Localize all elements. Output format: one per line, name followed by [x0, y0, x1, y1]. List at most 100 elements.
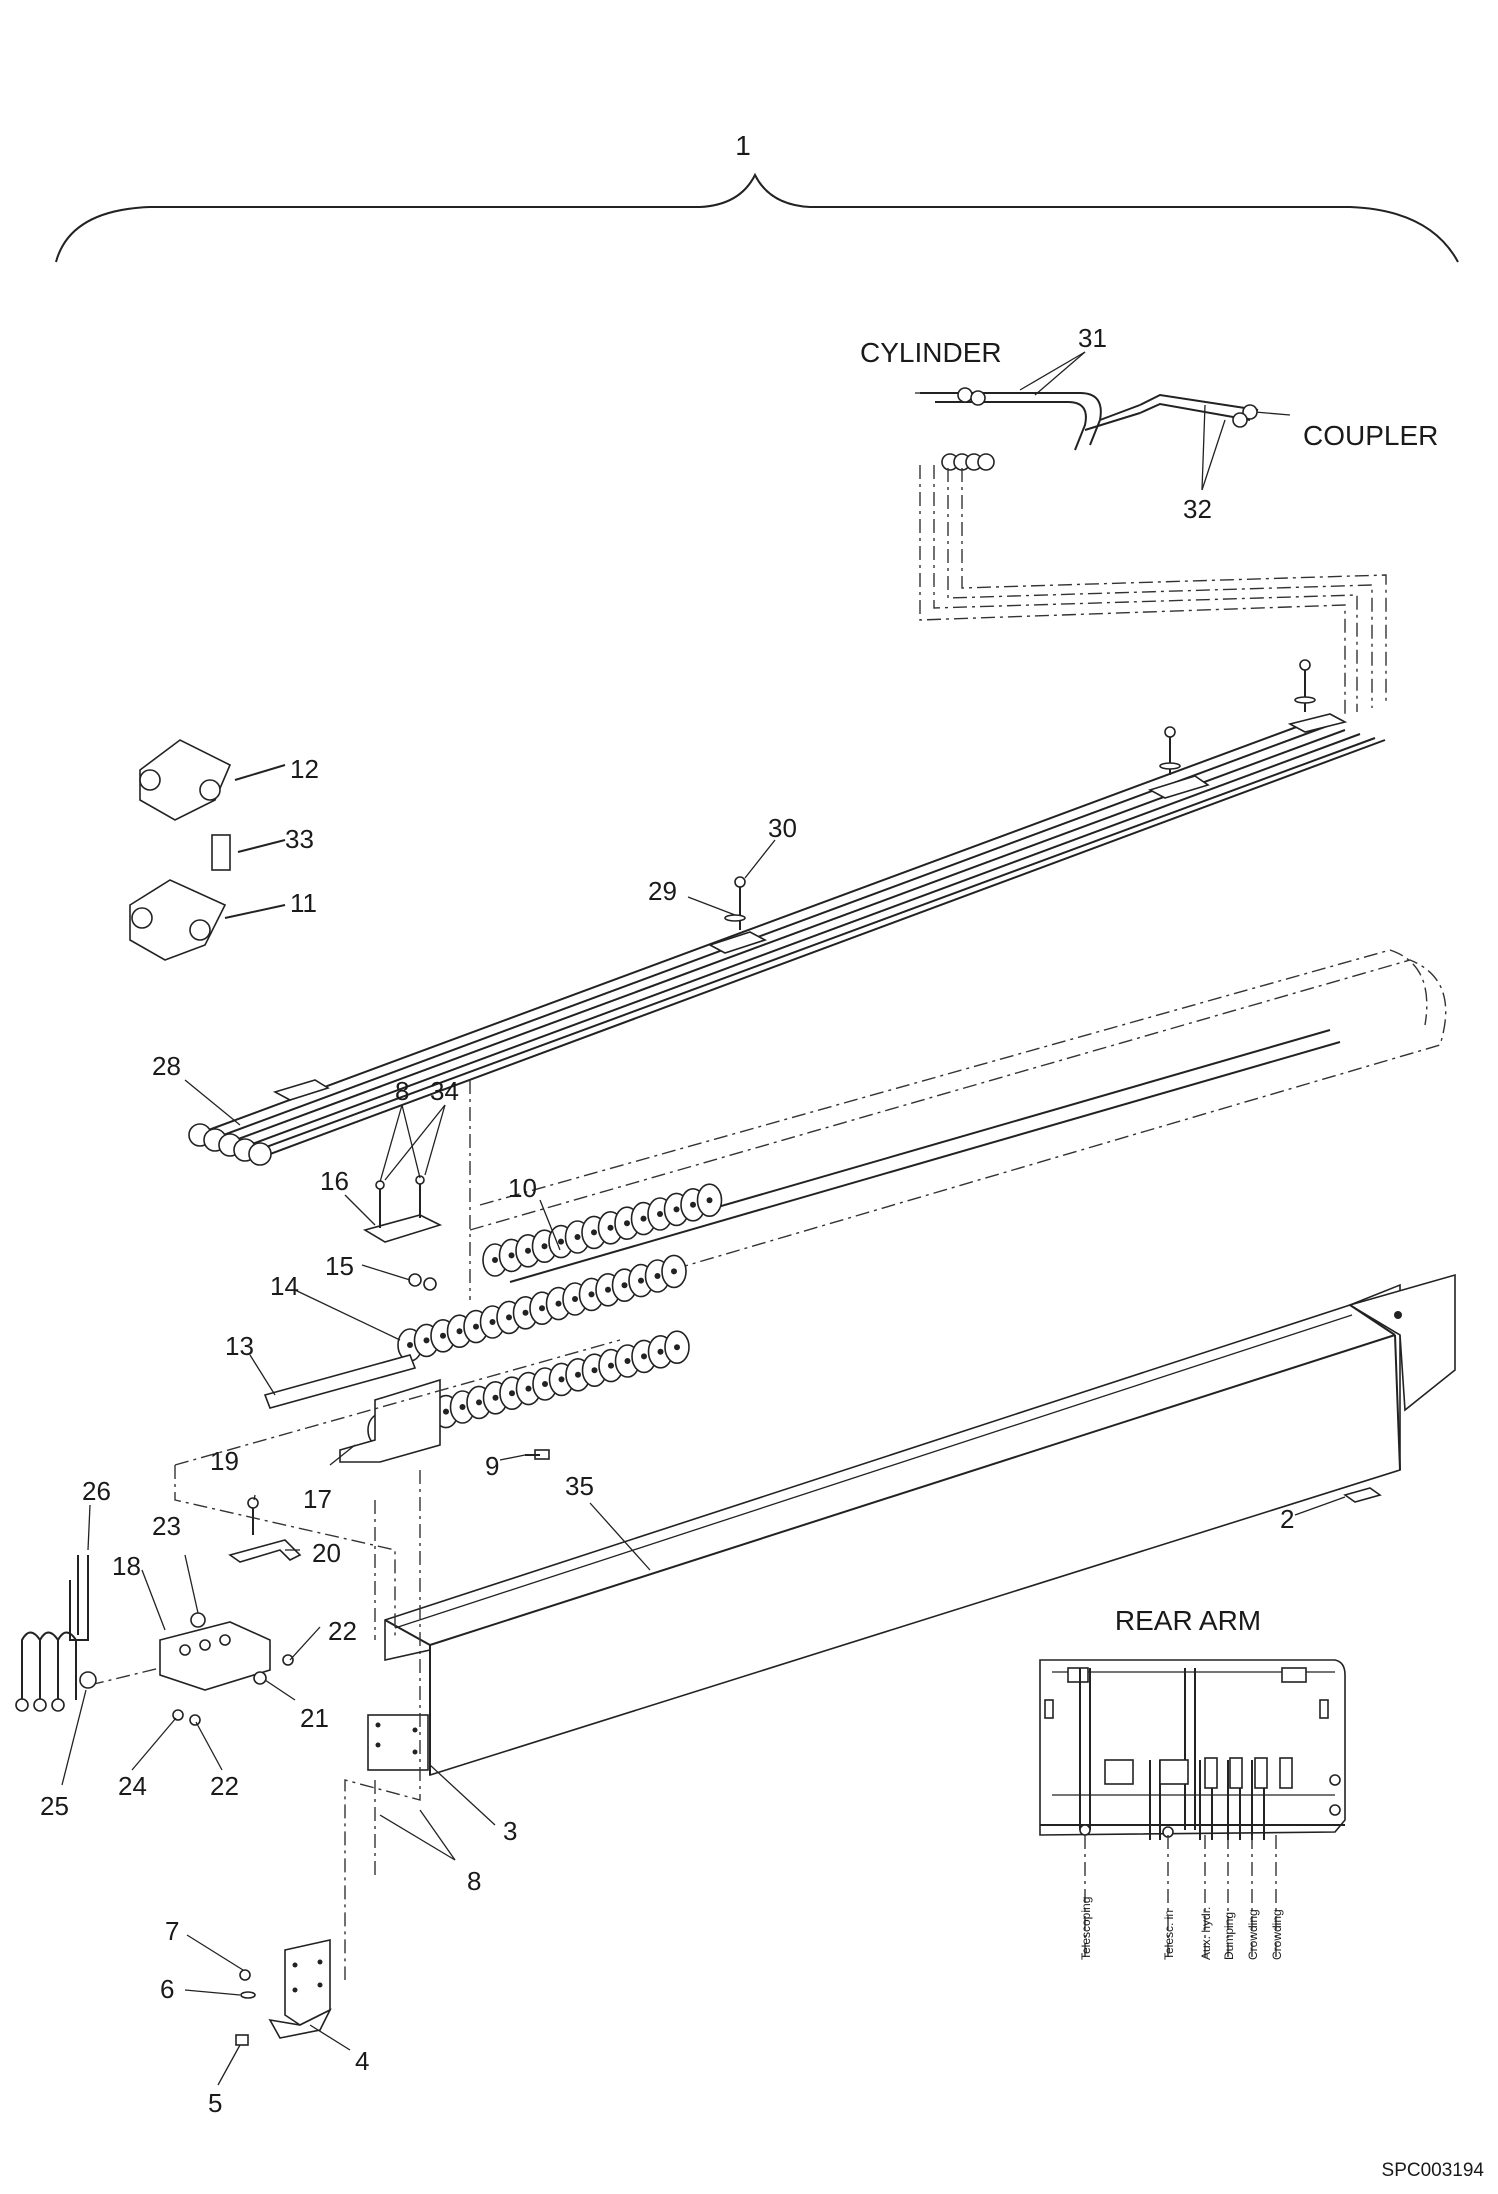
rear-arm-label: REAR ARM	[1115, 1605, 1261, 1636]
callout-18: 18	[112, 1551, 141, 1581]
callout-8-lower: 8	[467, 1866, 481, 1896]
chain-link-pin	[572, 1296, 578, 1302]
chain-link-pin	[407, 1342, 413, 1348]
rear-arm-inset	[1039, 1659, 1346, 1960]
callout-8-upper: 8	[395, 1076, 409, 1106]
callout-13: 13	[225, 1331, 254, 1361]
callout-22-upper: 22	[328, 1616, 357, 1646]
chain-link-pin	[423, 1337, 430, 1344]
port-label-telesc-in: Telesc. in	[1162, 1910, 1176, 1960]
document-id: SPC003194	[1381, 2160, 1484, 2181]
rear-arm-port-labels: Telescoping Telesc. in Aux. hydr. Dumpin…	[1079, 1897, 1284, 1960]
chain-link-pin	[657, 1211, 663, 1217]
callouts: 2 3 4 5 6 7 8 8 9 10 11 12 13 14 15 16 1…	[40, 323, 1294, 2118]
upper-hose-lines	[915, 387, 1387, 715]
chain-link-pin	[638, 1277, 644, 1284]
callout-14: 14	[270, 1271, 299, 1301]
callout-31: 31	[1078, 323, 1107, 353]
valve-block-group	[15, 1497, 302, 1726]
chain-link-pin	[492, 1257, 498, 1263]
callout-12: 12	[290, 754, 319, 784]
callout-21: 21	[300, 1703, 329, 1733]
chain-link-pin	[591, 1229, 597, 1236]
callout-3: 3	[503, 1816, 517, 1846]
chain-link-pin	[509, 1390, 515, 1397]
chain-link-pin	[525, 1385, 532, 1392]
chain-link-pin	[492, 1394, 499, 1401]
chain-link-pin	[588, 1291, 595, 1298]
chain-link-pin	[456, 1328, 463, 1335]
chain-link-pin	[476, 1399, 482, 1406]
rigid-tube-assembly	[188, 659, 1386, 1166]
assembly-dashes	[89, 1339, 621, 1980]
chain-link-pin	[674, 1344, 680, 1351]
chain-link-pin	[443, 1408, 449, 1415]
chain-link-pin	[624, 1220, 630, 1227]
chain-link-pin	[525, 1247, 531, 1254]
leader-lines	[61, 351, 1346, 2086]
callout-17: 17	[303, 1484, 332, 1514]
chain-link-pin	[440, 1332, 446, 1339]
chain-link-pin	[506, 1314, 512, 1321]
callout-6: 6	[160, 1974, 174, 2004]
chain-link-pin	[555, 1300, 562, 1307]
chain-link-pin	[605, 1286, 611, 1293]
chain-link-pin	[459, 1404, 466, 1410]
callout-2: 2	[1280, 1504, 1294, 1534]
chain-link-pin	[558, 1376, 565, 1383]
callout-28: 28	[152, 1051, 181, 1081]
chain-link-pin	[706, 1197, 713, 1204]
chain-link-pin	[673, 1206, 680, 1213]
chain-link-pin	[542, 1381, 548, 1387]
chain-link-pin	[574, 1234, 581, 1240]
chain-link-pin	[508, 1252, 515, 1259]
port-label-dumping: Dumping	[1222, 1912, 1236, 1960]
callout-23: 23	[152, 1511, 181, 1541]
callout-15: 15	[325, 1251, 354, 1281]
callout-30: 30	[768, 813, 797, 843]
chain-link-parts	[129, 739, 286, 961]
callout-20: 20	[312, 1538, 341, 1568]
callout-35: 35	[565, 1471, 594, 1501]
chain-link-pin	[541, 1243, 548, 1250]
chain-link-pin	[624, 1358, 631, 1364]
chain-link-pin	[621, 1282, 628, 1289]
port-label-crowding-2: Crowding	[1270, 1909, 1284, 1960]
chain-link-pin	[654, 1273, 661, 1279]
callout-19: 19	[210, 1446, 239, 1476]
energy-chain	[263, 949, 1447, 1463]
callout-33: 33	[285, 824, 314, 854]
port-label-aux-hydr: Aux. hydr.	[1199, 1907, 1213, 1960]
chain-link-pin	[607, 1224, 614, 1231]
callout-1: 1	[735, 130, 751, 161]
chain-link-pin	[575, 1371, 581, 1378]
callout-4: 4	[355, 2046, 369, 2076]
callout-25: 25	[40, 1791, 69, 1821]
callout-5: 5	[208, 2088, 222, 2118]
cylinder-label: CYLINDER	[860, 337, 1002, 368]
chain-link-pin	[690, 1201, 696, 1208]
callout-22-lower: 22	[210, 1771, 239, 1801]
chain-link-pin	[591, 1367, 598, 1374]
lower-bracket-group	[235, 1939, 332, 2046]
chain-link-pin	[640, 1215, 647, 1222]
callout-32: 32	[1183, 494, 1212, 524]
chain-link-pin	[489, 1319, 496, 1325]
callout-16: 16	[320, 1166, 349, 1196]
arm-housing	[367, 1273, 1456, 1777]
callout-29: 29	[648, 876, 677, 906]
callout-9: 9	[485, 1451, 499, 1481]
chain-link-pin	[558, 1238, 564, 1245]
chain-link-pin	[539, 1305, 545, 1312]
port-label-crowding-1: Crowding	[1246, 1909, 1260, 1960]
chain-link-pin	[608, 1362, 614, 1369]
chain-link-pin	[657, 1348, 664, 1355]
coupler-label: COUPLER	[1303, 420, 1438, 451]
callout-24: 24	[118, 1771, 147, 1801]
chain-link-pin	[641, 1353, 647, 1360]
port-label-telescoping: Telescoping	[1079, 1897, 1093, 1960]
chain-link-pin	[522, 1309, 529, 1316]
callout-26: 26	[82, 1476, 111, 1506]
chain-link-pin	[473, 1323, 479, 1330]
